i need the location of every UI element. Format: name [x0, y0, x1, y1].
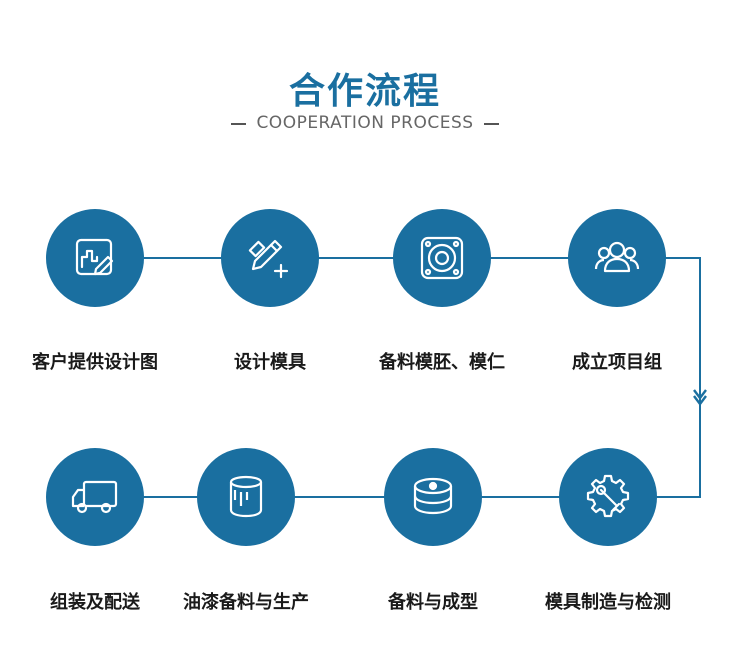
step-label: 备料模胚、模仁 — [379, 352, 505, 373]
step-label: 客户提供设计图 — [32, 352, 158, 373]
paint-bucket-icon — [229, 475, 263, 518]
blueprint-pencil-icon — [75, 238, 114, 276]
step-circle — [384, 448, 482, 546]
connector-right-vertical — [699, 257, 701, 497]
step-circle — [559, 448, 657, 546]
delivery-truck-icon — [71, 480, 118, 514]
gear-wrench-icon — [586, 474, 630, 518]
step-circle — [46, 448, 144, 546]
down-arrow-icon — [693, 389, 707, 406]
step-label: 油漆备料与生产 — [183, 592, 309, 613]
page-subtitle: COOPERATION PROCESS — [256, 113, 474, 133]
step-circle — [46, 209, 144, 307]
step-circle — [393, 209, 491, 307]
page-title: 合作流程 — [288, 71, 441, 112]
material-disc-icon — [413, 477, 453, 515]
step-label: 模具制造与检测 — [545, 592, 671, 613]
step-circle — [221, 209, 319, 307]
step-label: 备料与成型 — [388, 592, 478, 613]
step-circle — [197, 448, 295, 546]
title-dash-left — [231, 123, 246, 125]
mold-base-icon — [420, 236, 464, 280]
step-label: 组装及配送 — [50, 592, 140, 613]
step-circle — [568, 209, 666, 307]
step-label: 设计模具 — [234, 352, 306, 373]
team-icon — [594, 241, 640, 273]
step-label: 成立项目组 — [572, 352, 662, 373]
design-tools-icon — [248, 239, 289, 279]
title-dash-right — [484, 123, 499, 125]
